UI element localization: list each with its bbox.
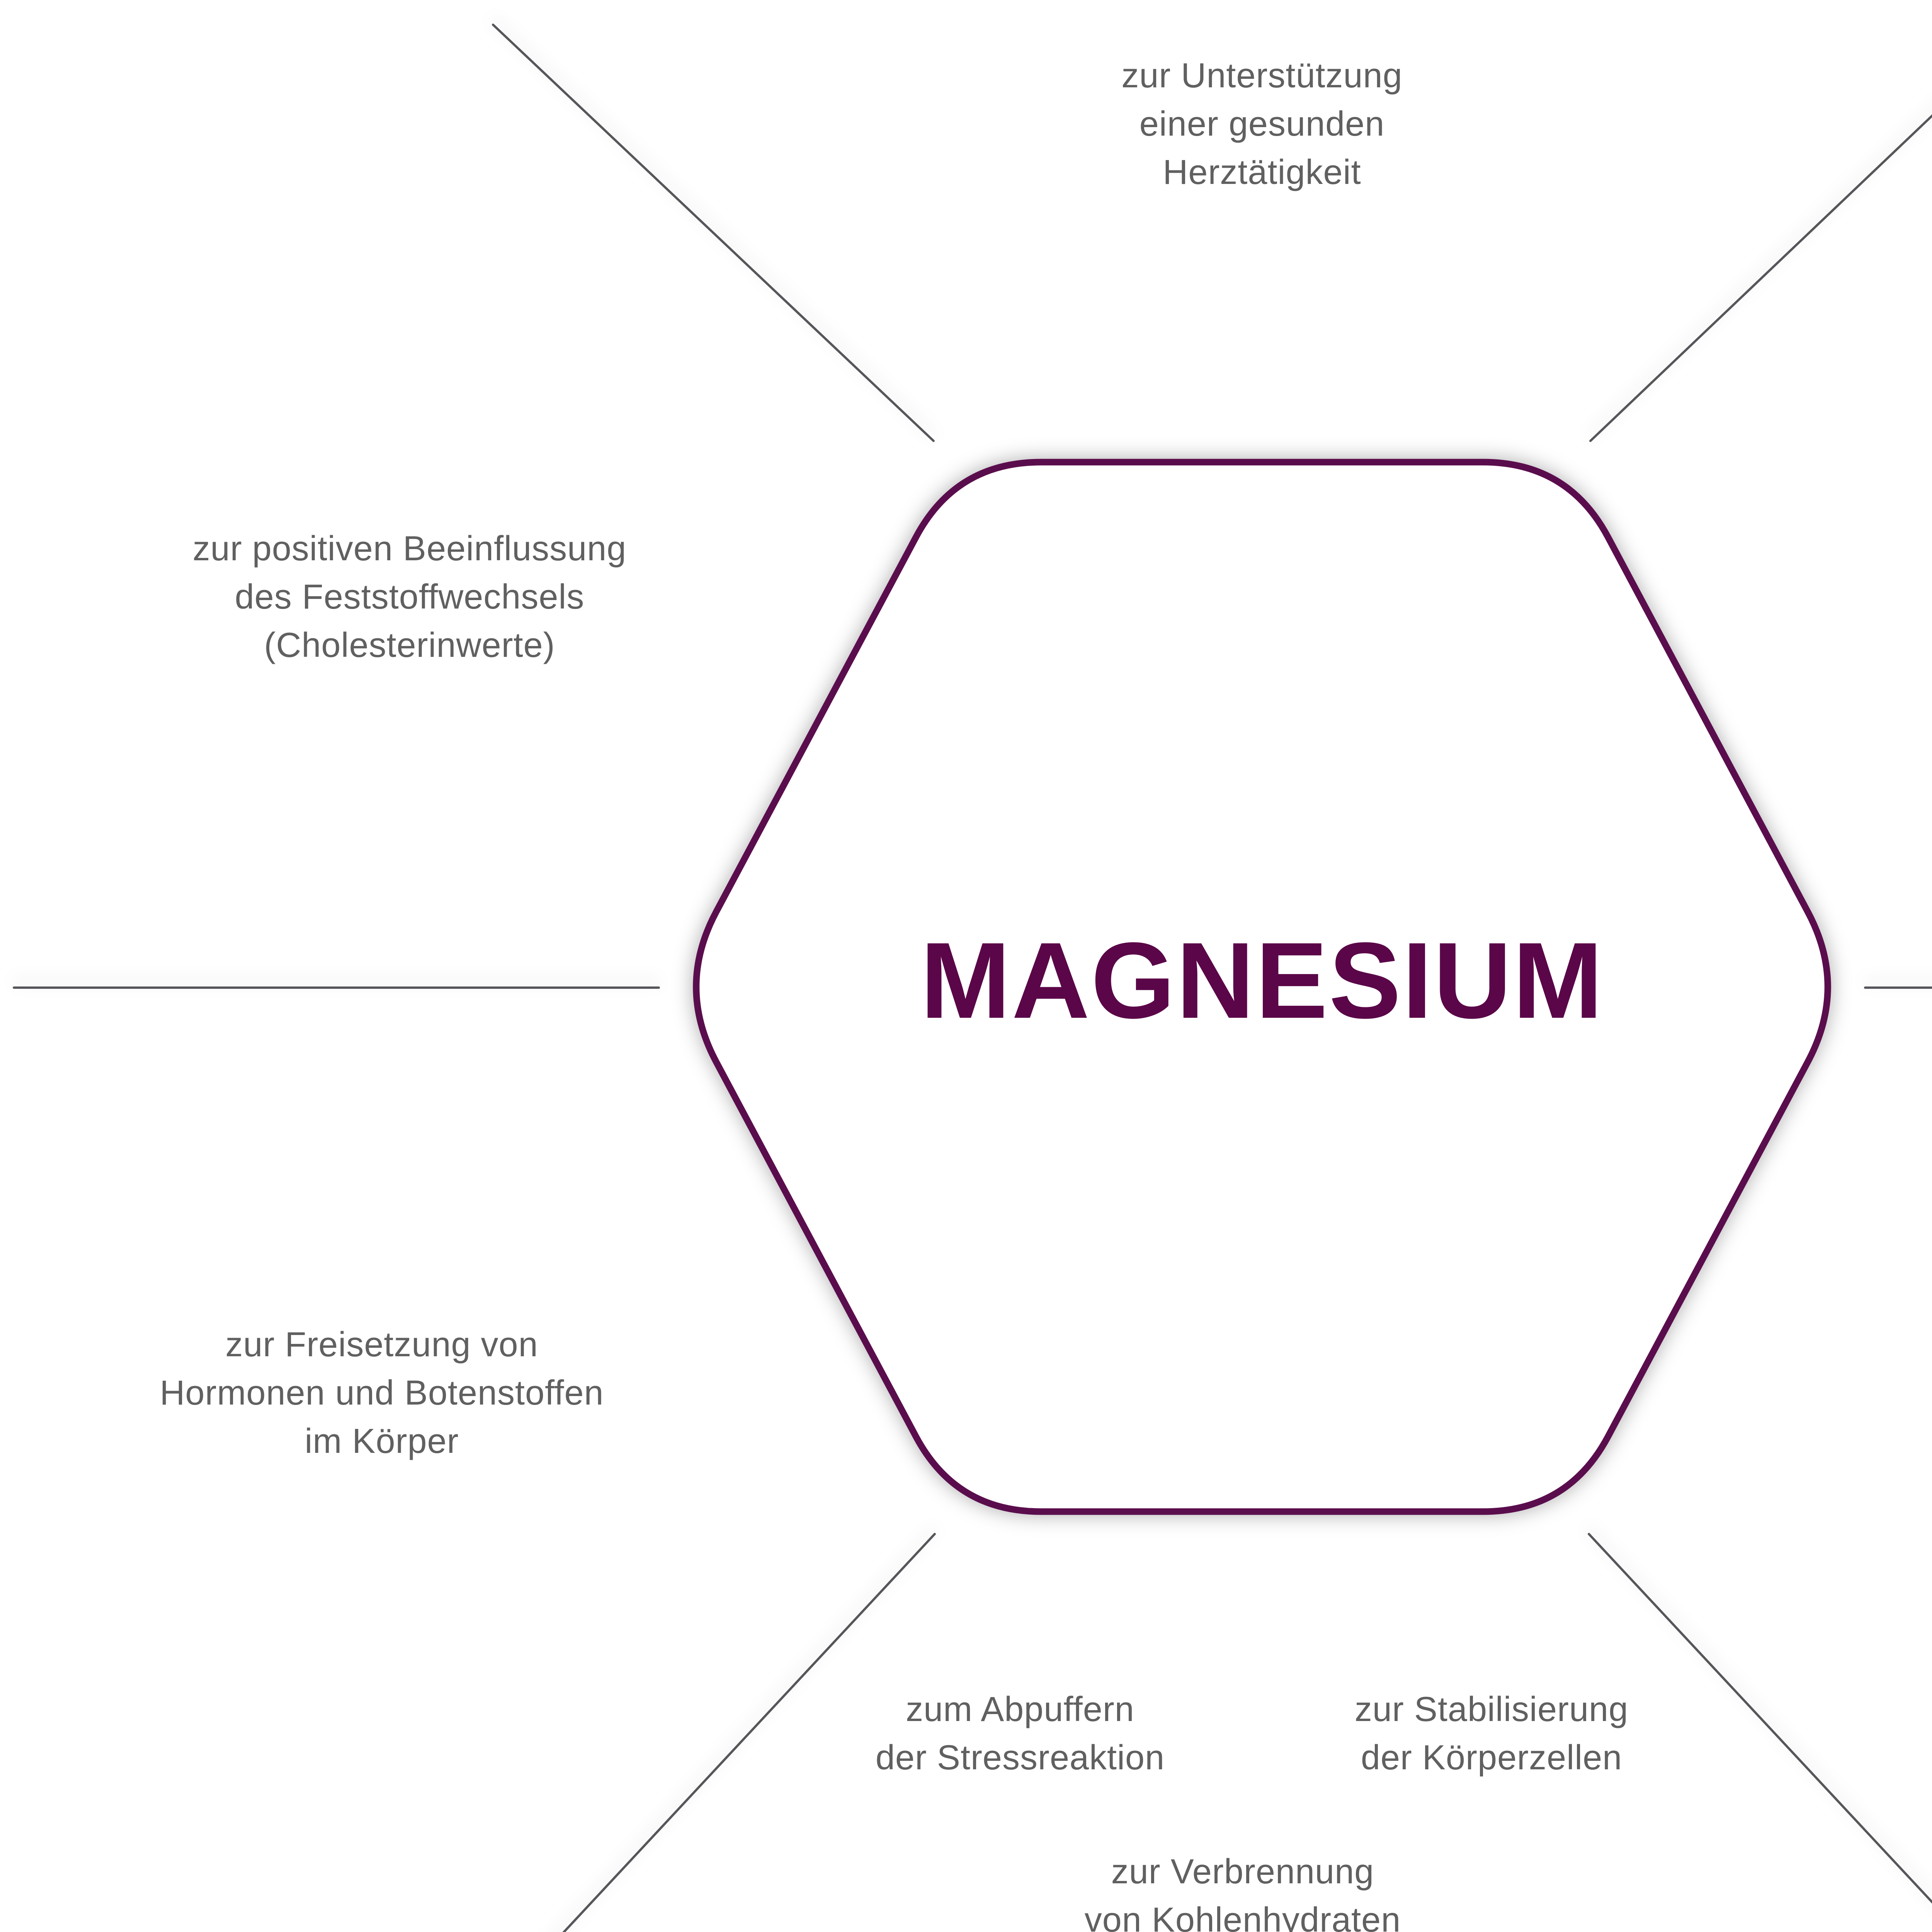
benefit-label-top-left: zur positiven Beeinflussung des Feststof… bbox=[193, 525, 627, 670]
label-line: (Cholesterinwerte) bbox=[264, 626, 555, 665]
label-line: zur Stabilisierung bbox=[1354, 1690, 1629, 1729]
label-line: der Körperzellen bbox=[1361, 1738, 1622, 1777]
benefit-label-bottom-right: zur Stabilisierung der Körperzellen bbox=[1355, 1685, 1628, 1782]
connector-lines bbox=[13, 24, 1932, 1932]
label-line: von Kohlenhydraten bbox=[1084, 1901, 1401, 1932]
label-line: Herztätigkeit bbox=[1163, 153, 1361, 192]
label-line: zur Verbrennung bbox=[1111, 1852, 1374, 1891]
label-line: zum Abpuffern bbox=[906, 1690, 1134, 1729]
benefit-label-left: zur Freisetzung von Hormonen und Botenst… bbox=[160, 1321, 604, 1466]
connector-line-top-left bbox=[492, 24, 935, 442]
label-line: im Körper bbox=[304, 1422, 459, 1461]
label-line: einer gesunden bbox=[1139, 105, 1385, 143]
hexagon-shape bbox=[693, 459, 1831, 1515]
label-line: zur Freisetzung von bbox=[225, 1325, 538, 1364]
label-line: Hormonen und Botenstoffen bbox=[160, 1374, 604, 1412]
connector-line-top-right bbox=[1589, 114, 1932, 442]
benefit-label-bottom-center: zur Verbrennung von Kohlenhydraten und F… bbox=[1085, 1848, 1401, 1932]
benefit-label-top: zur Unterstützung einer gesunden Herztät… bbox=[1121, 52, 1402, 197]
page-title: MAGNESIUM bbox=[920, 920, 1604, 1041]
connector-line-bottom-left bbox=[562, 1533, 936, 1932]
label-line: zur positiven Beeinflussung bbox=[192, 529, 627, 568]
connector-line-bottom-right bbox=[1588, 1533, 1932, 1904]
label-line: zur Unterstützung bbox=[1121, 56, 1403, 95]
label-line: der Stressreaktion bbox=[875, 1738, 1165, 1777]
benefit-label-bottom-left: zum Abpuffern der Stressreaktion bbox=[876, 1685, 1165, 1782]
label-line: des Feststoffwechsels bbox=[235, 578, 585, 616]
